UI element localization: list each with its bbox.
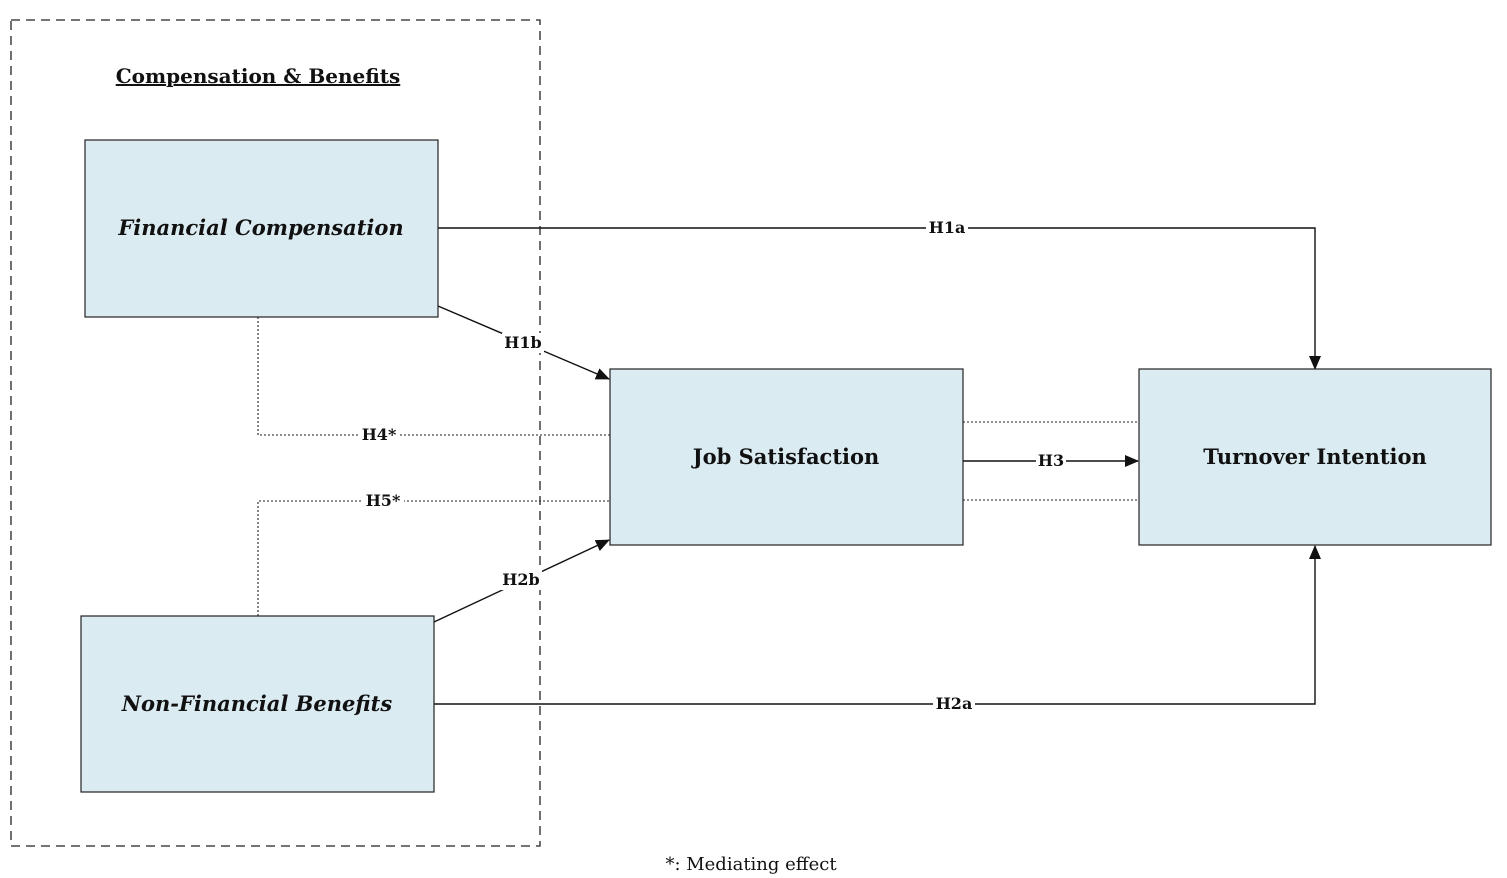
h2a-label: H2a: [936, 694, 973, 713]
financial-compensation-box: [84, 139, 439, 318]
turnover-intention-label: Turnover Intention: [1203, 444, 1427, 469]
h5-label: H5*: [366, 491, 401, 510]
h1a-arrow: [438, 227, 1321, 370]
h5-mediation-path: [257, 500, 610, 616]
h2a-arrow: [434, 545, 1321, 705]
turnover-intention-box: [1138, 368, 1492, 546]
h2b-label-bg: [500, 570, 542, 590]
h2a-label-bg: [933, 694, 975, 714]
group-title: Compensation & Benefits: [116, 64, 401, 88]
h1b-label-bg: [502, 333, 544, 353]
h1a-label: H1a: [929, 218, 966, 237]
job-satisfaction-box: [609, 368, 964, 546]
h4-label: H4*: [362, 425, 397, 444]
h4-label-bg: [358, 425, 400, 445]
h3-label-bg: [1036, 451, 1066, 471]
non-financial-benefits-box: [80, 615, 435, 793]
h4-mediation-path: [257, 317, 610, 436]
h5-label-bg: [362, 491, 404, 511]
h2b-label: H2b: [502, 570, 539, 589]
footnote: *: Mediating effect: [665, 854, 837, 875]
non-financial-benefits-label: Non-Financial Benefits: [121, 691, 393, 716]
financial-compensation-label: Financial Compensation: [117, 215, 403, 240]
h1b-label: H1b: [504, 333, 541, 352]
h1a-label-bg: [926, 218, 968, 238]
job-satisfaction-label: Job Satisfaction: [691, 444, 880, 469]
compensation-benefits-group: [10, 19, 541, 847]
h3-label: H3: [1038, 451, 1064, 470]
